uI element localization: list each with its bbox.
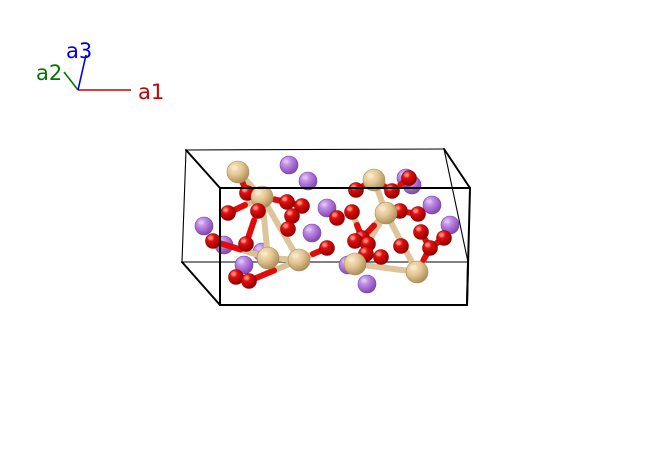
- oxygen-atom-highlight: [347, 207, 352, 211]
- metal-atom-highlight: [231, 165, 238, 171]
- oxygen-atom-highlight: [332, 213, 337, 217]
- cell-edge-btl-btr: [185, 148, 445, 151]
- metal-atom-highlight: [379, 206, 386, 212]
- axis-label-a1: a1: [138, 80, 164, 104]
- oxygen-atom-highlight: [439, 233, 444, 237]
- oxygen-atom-highlight: [231, 272, 236, 276]
- oxygen-atom-highlight: [350, 236, 355, 240]
- oxygen-atom-highlight: [404, 173, 409, 177]
- oxygen-atom-highlight: [363, 239, 368, 243]
- cation-atom-highlight: [306, 227, 312, 232]
- oxygen-atom-highlight: [223, 208, 228, 212]
- cation-atom-highlight: [321, 202, 327, 207]
- oxygen-atom-highlight: [242, 188, 247, 192]
- metal-atom-highlight: [292, 253, 299, 259]
- cation-atom-highlight: [302, 175, 308, 180]
- cation-atom-highlight: [426, 199, 432, 204]
- metal-atom-highlight: [367, 173, 374, 179]
- oxygen-atom-highlight: [244, 276, 249, 280]
- oxygen-atom-highlight: [416, 227, 421, 231]
- metal-atom-highlight: [410, 265, 417, 271]
- oxygen-atom-highlight: [297, 201, 302, 205]
- metal-atom-highlight: [261, 251, 268, 257]
- cation-atom-highlight: [256, 246, 262, 251]
- cell-edge-ftr-fbr: [466, 187, 471, 306]
- oxygen-atom-highlight: [413, 209, 418, 213]
- axis-label-a2: a2: [36, 61, 62, 85]
- axis-line-a3: [77, 54, 87, 91]
- oxygen-atom-highlight: [283, 224, 288, 228]
- cell-edge-btr-ftr: [443, 148, 471, 189]
- cation-atom-highlight: [361, 278, 367, 283]
- cation-atom-highlight: [283, 159, 289, 164]
- cation-atom-highlight: [444, 219, 450, 224]
- oxygen-atom-highlight: [322, 243, 327, 247]
- cell-edge-btr-bbr: [443, 148, 469, 263]
- oxygen-atom-highlight: [208, 236, 213, 240]
- cell-edge-btl-bbl: [181, 149, 187, 263]
- metal-atom-highlight: [348, 257, 355, 263]
- oxygen-atom-highlight: [241, 239, 246, 243]
- cell-edge-btl-ftl: [185, 149, 221, 189]
- oxygen-atom-highlight: [361, 249, 366, 253]
- oxygen-atom-highlight: [282, 197, 287, 201]
- oxygen-atom-highlight: [425, 243, 430, 247]
- oxygen-atom-highlight: [287, 211, 292, 215]
- axis-line-a2: [63, 71, 79, 91]
- cation-atom-highlight: [238, 259, 244, 264]
- oxygen-atom-highlight: [253, 206, 258, 210]
- axis-label-a3: a3: [66, 39, 92, 63]
- oxygen-atom-highlight: [376, 252, 381, 256]
- cell-edge-bbl-fbl: [181, 261, 221, 306]
- oxygen-atom-highlight: [396, 241, 401, 245]
- metal-atom-highlight: [255, 190, 262, 196]
- cation-atom-highlight: [198, 220, 204, 225]
